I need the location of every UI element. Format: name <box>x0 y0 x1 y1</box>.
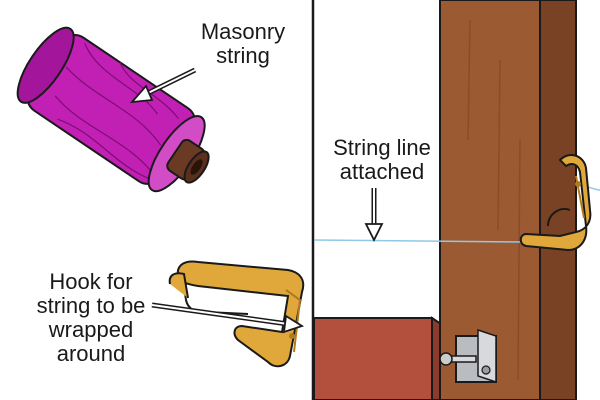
label-line: Masonry <box>200 19 286 44</box>
string-line <box>313 239 527 243</box>
arrow-pointer-icon <box>129 67 197 104</box>
line-hook-icon <box>519 153 592 252</box>
line-hook-icon <box>168 260 305 368</box>
label-string-line-attached: String line attached <box>318 136 446 184</box>
label-line: string <box>216 43 270 68</box>
label-line: around <box>56 341 126 366</box>
label-hook: Hook for string to be wrapped around <box>12 270 170 366</box>
label-line: Hook for <box>49 269 133 294</box>
arrow-pointer-icon <box>364 188 384 243</box>
string-spool-icon <box>16 26 210 193</box>
label-masonry-string: Masonry string <box>178 20 308 68</box>
wooden-post-icon <box>439 0 577 400</box>
label-line: attached <box>339 159 425 184</box>
label-line: wrapped <box>48 317 134 342</box>
arrow-pointer-icon <box>151 302 305 334</box>
label-line: string to be <box>36 293 146 318</box>
label-line: String line <box>333 135 431 160</box>
metal-bracket <box>439 328 497 384</box>
brick-block <box>313 316 457 400</box>
